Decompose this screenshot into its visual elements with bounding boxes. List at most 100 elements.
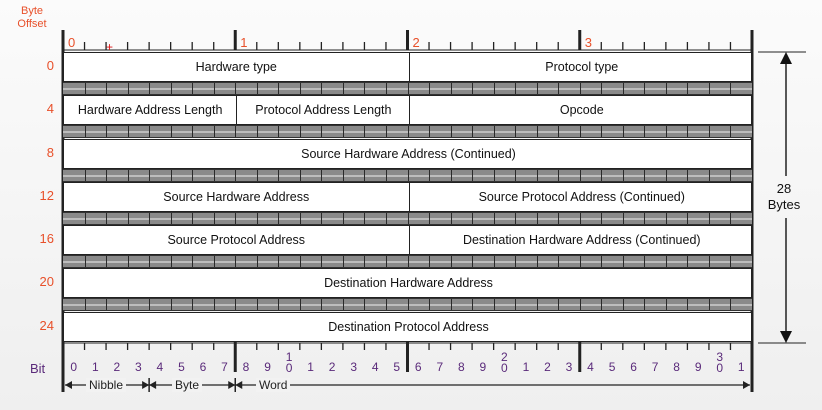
ruler-tick <box>278 170 280 181</box>
ruler-tick <box>687 126 689 137</box>
ruler-tick <box>364 299 366 310</box>
ruler-tick <box>730 170 732 181</box>
ruler-tick <box>687 299 689 310</box>
ruler-tick <box>407 126 409 137</box>
bit-ruler-strip <box>63 298 752 311</box>
ruler-tick <box>106 126 108 137</box>
byte-offset-title-line1: Byte <box>20 5 43 17</box>
ruler-tick <box>84 83 86 94</box>
ruler-tick <box>536 126 538 137</box>
ruler-tick <box>321 83 323 94</box>
ruler-tick <box>149 256 151 267</box>
row-offset-label: 20 <box>39 274 54 289</box>
ruler-tick <box>321 299 323 310</box>
ruler-tick <box>622 170 624 181</box>
bit-number: 7 <box>651 360 659 374</box>
word-arrow-head <box>743 381 750 389</box>
field-cell: Hardware type <box>195 60 277 74</box>
ruler-tick <box>106 256 108 267</box>
row-offset-label: 0 <box>46 58 54 73</box>
ruler-tick <box>385 126 387 137</box>
bit-number: 5 <box>608 360 616 374</box>
ruler-tick <box>708 256 710 267</box>
bit-number: 8 <box>673 360 680 374</box>
ruler-tick <box>149 299 151 310</box>
ruler-tick <box>601 83 603 94</box>
ruler-tick <box>192 170 194 181</box>
ruler-tick <box>601 170 603 181</box>
ruler-tick <box>558 213 560 224</box>
ruler-tick <box>472 299 474 310</box>
ruler-tick <box>601 256 603 267</box>
ruler-tick <box>364 126 366 137</box>
ruler-tick <box>579 83 581 94</box>
ruler-tick <box>299 170 301 181</box>
ruler-tick <box>515 213 517 224</box>
field-cell: Source Hardware Address (Continued) <box>301 147 516 161</box>
ruler-tick <box>407 299 409 310</box>
field-cell: Protocol Address Length <box>236 96 409 124</box>
bit-ruler-strip <box>63 82 752 95</box>
ruler-tick <box>515 126 517 137</box>
field-cell: Protocol type <box>408 53 755 81</box>
bit-number: 6 <box>199 360 207 374</box>
ruler-tick <box>579 256 581 267</box>
ruler-tick <box>536 83 538 94</box>
ruler-tick <box>235 213 237 224</box>
ruler-tick <box>235 126 237 137</box>
ruler-tick <box>558 126 560 137</box>
ruler-tick <box>450 299 452 310</box>
ruler-tick <box>106 83 108 94</box>
ruler-tick <box>450 213 452 224</box>
ruler-tick <box>536 299 538 310</box>
ruler-tick <box>515 256 517 267</box>
ruler-tick <box>170 170 172 181</box>
bit-number: 8 <box>242 360 250 374</box>
ruler-tick <box>192 299 194 310</box>
byte-offset-title: Byte Offset <box>10 5 54 31</box>
ruler-tick <box>385 299 387 310</box>
row-offset-label: 8 <box>46 145 54 160</box>
legend-byte: Byte <box>172 378 203 392</box>
ruler-tick <box>708 299 710 310</box>
bit-ruler-title: Bit <box>30 361 46 376</box>
ruler-tick <box>429 126 431 137</box>
ruler-tick <box>149 83 151 94</box>
ruler-tick <box>579 170 581 181</box>
ruler-tick <box>342 126 344 137</box>
bit-ruler-strip <box>63 125 752 138</box>
ruler-tick <box>235 256 237 267</box>
cursor-plus-icon: + <box>106 40 114 54</box>
ruler-tick <box>192 126 194 137</box>
ruler-tick <box>149 170 151 181</box>
ruler-tick <box>321 213 323 224</box>
field-cell: Opcode <box>408 96 755 124</box>
ruler-tick <box>665 213 667 224</box>
ruler-tick <box>342 83 344 94</box>
byte-number: 3 <box>584 35 592 50</box>
bit-number: 8 <box>457 360 465 374</box>
ruler-tick <box>213 83 215 94</box>
ruler-tick <box>558 256 560 267</box>
ruler-tick <box>708 83 710 94</box>
ruler-tick <box>687 170 689 181</box>
bit-number: 1 <box>737 360 745 374</box>
ruler-tick <box>493 213 495 224</box>
ruler-tick <box>493 170 495 181</box>
ruler-tick <box>450 170 452 181</box>
byte-offset-title-line2: Offset <box>17 18 47 30</box>
field-row: Destination Hardware Address <box>63 268 752 298</box>
ruler-tick <box>536 256 538 267</box>
ruler-tick <box>687 213 689 224</box>
ruler-tick <box>106 213 108 224</box>
ruler-tick <box>472 213 474 224</box>
ruler-tick <box>493 299 495 310</box>
ruler-tick <box>321 126 323 137</box>
ruler-tick <box>213 256 215 267</box>
bit-number: 1 <box>307 360 314 374</box>
bit-number: 4 <box>587 360 594 374</box>
ruler-tick <box>644 126 646 137</box>
ruler-tick <box>127 170 129 181</box>
ruler-tick <box>687 256 689 267</box>
